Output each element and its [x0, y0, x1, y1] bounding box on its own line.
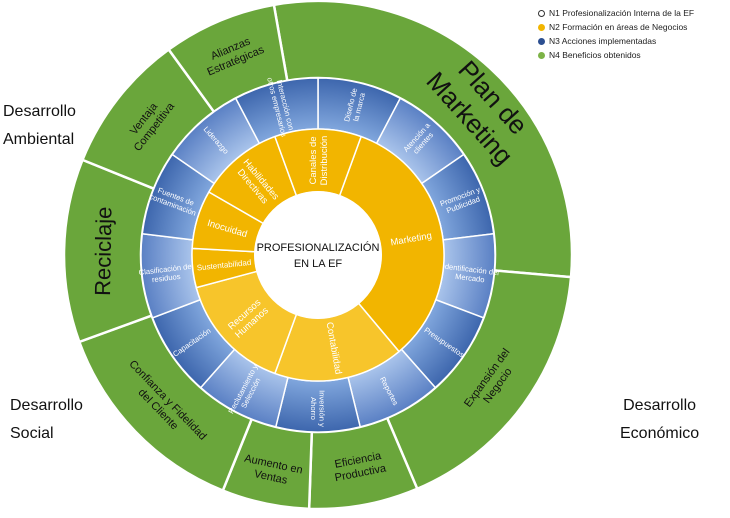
- center-title-line1: PROFESIONALIZACIÓN: [257, 241, 380, 254]
- legend-item: N1 Profesionalización Interna de la EF: [538, 6, 694, 20]
- legend-item: N3 Acciones implementadas: [538, 34, 694, 48]
- svg-text:Reciclaje: Reciclaje: [90, 206, 117, 296]
- label-desarrollo-ambiental: Desarrollo Ambiental: [3, 103, 76, 148]
- svg-text:residuos: residuos: [151, 272, 181, 284]
- label-desarrollo-social: Desarrollo Social: [10, 397, 83, 442]
- legend-dot-n4: [538, 51, 545, 59]
- legend-dot-n1: [538, 9, 545, 17]
- center-circle: [254, 191, 382, 319]
- svg-text:Canales de: Canales de: [308, 136, 319, 184]
- center-title-line2: EN LA EF: [294, 258, 343, 270]
- label-desarrollo-economico: Desarrollo Económico: [620, 397, 700, 442]
- legend-item: N4 Beneficios obtenidos: [538, 48, 694, 62]
- svg-text:Distribución: Distribución: [319, 136, 330, 186]
- svg-text:Ahorro: Ahorro: [309, 397, 318, 420]
- svg-text:Inversión y: Inversión y: [318, 390, 327, 427]
- n4-label-reciclaje: Reciclaje: [90, 206, 117, 296]
- legend: N1 Profesionalización Interna de la EF N…: [538, 6, 694, 62]
- legend-dot-n3: [538, 37, 545, 45]
- svg-text:Mercado: Mercado: [455, 272, 485, 285]
- legend-item: N2 Formación en áreas de Negocios: [538, 20, 694, 34]
- legend-dot-n2: [538, 23, 545, 31]
